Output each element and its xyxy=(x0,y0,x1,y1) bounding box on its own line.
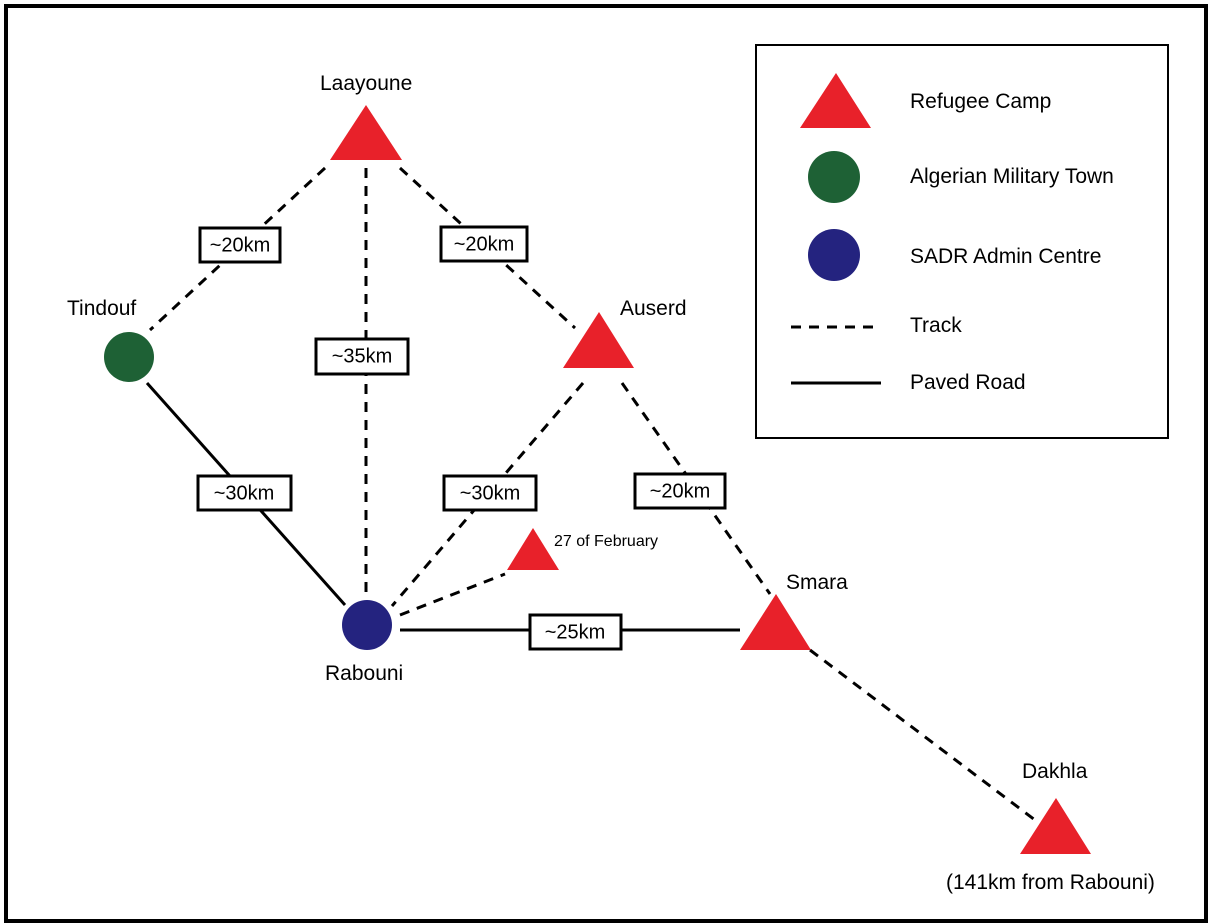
svg-text:~30km: ~30km xyxy=(460,482,521,504)
tindouf-town-marker xyxy=(104,332,154,382)
legend-admin-centre-icon xyxy=(808,229,860,281)
distance-label-auserd-smara: ~20km xyxy=(633,472,727,510)
dakhla-distance-note: (141km from Rabouni) xyxy=(946,871,1155,894)
laayoune-camp-marker xyxy=(330,105,402,160)
track-smara-dakhla xyxy=(809,648,1036,822)
legend: Refugee Camp Algerian Military Town SADR… xyxy=(755,44,1169,439)
tindouf-label: Tindouf xyxy=(67,297,136,320)
legend-refugee-camp-label: Refugee Camp xyxy=(910,90,1051,113)
svg-text:~20km: ~20km xyxy=(650,480,711,502)
legend-admin-centre-label: SADR Admin Centre xyxy=(910,245,1101,268)
distance-label-laayoune-tindouf: ~20km xyxy=(198,226,282,264)
track-laayoune-auserd xyxy=(398,166,577,330)
distance-label-rabouni-smara: ~25km xyxy=(528,613,623,651)
auserd-label: Auserd xyxy=(620,297,687,320)
27-of-february-camp-marker xyxy=(507,528,559,570)
rabouni-label: Rabouni xyxy=(325,662,403,685)
legend-track-label: Track xyxy=(910,314,962,337)
dakhla-label: Dakhla xyxy=(1022,760,1088,783)
legend-paved-road-label: Paved Road xyxy=(910,371,1026,394)
svg-text:~25km: ~25km xyxy=(545,621,606,643)
27-of-february-label: 27 of February xyxy=(554,533,658,550)
svg-text:~35km: ~35km xyxy=(332,345,393,367)
dakhla-camp-marker xyxy=(1020,798,1091,854)
track-rabouni-27feb xyxy=(399,572,506,617)
legend-military-town-icon xyxy=(808,151,860,203)
distance-label-auserd-rabouni: ~30km xyxy=(442,474,538,512)
svg-text:~20km: ~20km xyxy=(454,233,515,255)
laayoune-label: Laayoune xyxy=(320,72,412,95)
distance-label-laayoune-auserd: ~20km xyxy=(439,225,529,263)
smara-camp-marker xyxy=(740,594,811,650)
svg-text:~20km: ~20km xyxy=(210,234,271,256)
legend-military-town-label: Algerian Military Town xyxy=(910,165,1114,188)
distance-label-laayoune-rabouni: ~35km xyxy=(314,337,410,376)
track-laayoune-tindouf xyxy=(148,166,327,332)
smara-label: Smara xyxy=(786,571,848,594)
distance-label-tindouf-rabouni: ~30km xyxy=(196,474,293,512)
auserd-camp-marker xyxy=(563,312,634,368)
svg-text:~30km: ~30km xyxy=(214,482,275,504)
legend-refugee-camp-icon xyxy=(800,73,871,128)
rabouni-admin-marker xyxy=(342,600,392,650)
